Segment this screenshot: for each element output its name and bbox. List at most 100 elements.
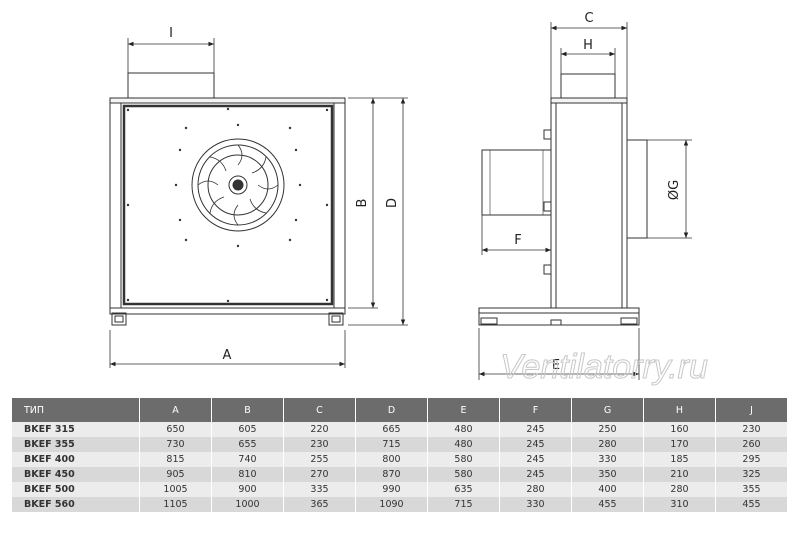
cell: 310 bbox=[643, 497, 716, 512]
cell: 1000 bbox=[211, 497, 284, 512]
cell: 740 bbox=[211, 452, 284, 467]
cell: 220 bbox=[283, 422, 356, 437]
cell: 455 bbox=[571, 497, 644, 512]
front-view bbox=[109, 72, 346, 326]
cell: 330 bbox=[571, 452, 644, 467]
col-header-e: E bbox=[427, 398, 500, 422]
col-header-g: G bbox=[571, 398, 644, 422]
table-row: BKEF 355 730 655 230 715 480 245 280 170… bbox=[12, 437, 788, 452]
dim-label-d: D bbox=[385, 198, 400, 208]
cell: 350 bbox=[571, 467, 644, 482]
cell: 230 bbox=[715, 422, 788, 437]
col-header-type: ТИП bbox=[12, 398, 140, 422]
cell: 260 bbox=[715, 437, 788, 452]
mounting-dots bbox=[126, 107, 329, 303]
dim-label-e: E bbox=[552, 358, 560, 373]
cell: 1090 bbox=[355, 497, 428, 512]
cell: 245 bbox=[499, 452, 572, 467]
cell: 170 bbox=[643, 437, 716, 452]
cell: 580 bbox=[427, 467, 500, 482]
dimensions-table: ТИП A B C D E F G H J BKEF 315 650 605 2… bbox=[12, 398, 788, 512]
cell: 650 bbox=[139, 422, 212, 437]
front-outlet-duct bbox=[127, 72, 215, 100]
cell: 245 bbox=[499, 467, 572, 482]
cell: 480 bbox=[427, 437, 500, 452]
cell: 245 bbox=[499, 437, 572, 452]
cell: 480 bbox=[427, 422, 500, 437]
cell-type: BKEF 500 bbox=[12, 482, 140, 497]
dim-label-g: ØG bbox=[667, 180, 682, 200]
inlet-ring bbox=[626, 139, 648, 239]
cell: 905 bbox=[139, 467, 212, 482]
cell: 245 bbox=[499, 422, 572, 437]
cell: 655 bbox=[211, 437, 284, 452]
cell-type: BKEF 560 bbox=[12, 497, 140, 512]
cell: 870 bbox=[355, 467, 428, 482]
cell: 900 bbox=[211, 482, 284, 497]
col-header-j: J bbox=[715, 398, 788, 422]
cell: 810 bbox=[211, 467, 284, 482]
table-header-row: ТИП A B C D E F G H J bbox=[12, 398, 788, 422]
side-base-top bbox=[478, 307, 640, 314]
front-panel bbox=[122, 104, 334, 306]
technical-drawing: I A B D bbox=[109, 11, 709, 387]
col-header-a: A bbox=[139, 398, 212, 422]
bracket bbox=[543, 129, 552, 140]
dim-label-i: I bbox=[169, 26, 173, 41]
cell: 635 bbox=[427, 482, 500, 497]
cell: 255 bbox=[283, 452, 356, 467]
dim-label-b: B bbox=[355, 199, 370, 208]
col-header-f: F bbox=[499, 398, 572, 422]
cell: 230 bbox=[283, 437, 356, 452]
dim-label-a: A bbox=[223, 348, 232, 363]
side-view bbox=[478, 73, 648, 326]
cell: 210 bbox=[643, 467, 716, 482]
cell: 605 bbox=[211, 422, 284, 437]
top-flange bbox=[109, 97, 346, 104]
motor-box bbox=[481, 149, 552, 216]
cell: 715 bbox=[355, 437, 428, 452]
cell: 280 bbox=[499, 482, 572, 497]
cell: 270 bbox=[283, 467, 356, 482]
cell: 325 bbox=[715, 467, 788, 482]
cell-type: BKEF 400 bbox=[12, 452, 140, 467]
cell-type: BKEF 355 bbox=[12, 437, 140, 452]
cell: 250 bbox=[571, 422, 644, 437]
cell: 1105 bbox=[139, 497, 212, 512]
cell: 355 bbox=[715, 482, 788, 497]
cell-type: BKEF 450 bbox=[12, 467, 140, 482]
front-housing bbox=[109, 102, 346, 309]
cell: 365 bbox=[283, 497, 356, 512]
col-header-d: D bbox=[355, 398, 428, 422]
cell: 280 bbox=[571, 437, 644, 452]
watermark: Ventilatorry.ru bbox=[500, 348, 708, 386]
side-outlet-duct bbox=[560, 73, 616, 100]
cell: 335 bbox=[283, 482, 356, 497]
cell: 455 bbox=[715, 497, 788, 512]
cell: 280 bbox=[643, 482, 716, 497]
cell: 330 bbox=[499, 497, 572, 512]
col-header-b: B bbox=[211, 398, 284, 422]
table-row: BKEF 450 905 810 270 870 580 245 350 210… bbox=[12, 467, 788, 482]
cell: 815 bbox=[139, 452, 212, 467]
cell: 400 bbox=[571, 482, 644, 497]
cell: 580 bbox=[427, 452, 500, 467]
dim-label-h: H bbox=[583, 38, 593, 53]
dim-label-f: F bbox=[514, 233, 521, 248]
impeller-outer bbox=[191, 138, 285, 232]
cell: 990 bbox=[355, 482, 428, 497]
cell: 800 bbox=[355, 452, 428, 467]
foot-right bbox=[328, 312, 344, 326]
side-base bbox=[478, 312, 640, 326]
cell: 1005 bbox=[139, 482, 212, 497]
cell: 730 bbox=[139, 437, 212, 452]
table-row: BKEF 400 815 740 255 800 580 245 330 185… bbox=[12, 452, 788, 467]
impeller-blades bbox=[197, 144, 279, 226]
table-row: BKEF 560 1105 1000 365 1090 715 330 455 … bbox=[12, 497, 788, 512]
col-header-h: H bbox=[643, 398, 716, 422]
side-housing bbox=[550, 102, 628, 309]
cell-type: BKEF 315 bbox=[12, 422, 140, 437]
cell: 160 bbox=[643, 422, 716, 437]
cell: 185 bbox=[643, 452, 716, 467]
table-row: BKEF 500 1005 900 335 990 635 280 400 28… bbox=[12, 482, 788, 497]
